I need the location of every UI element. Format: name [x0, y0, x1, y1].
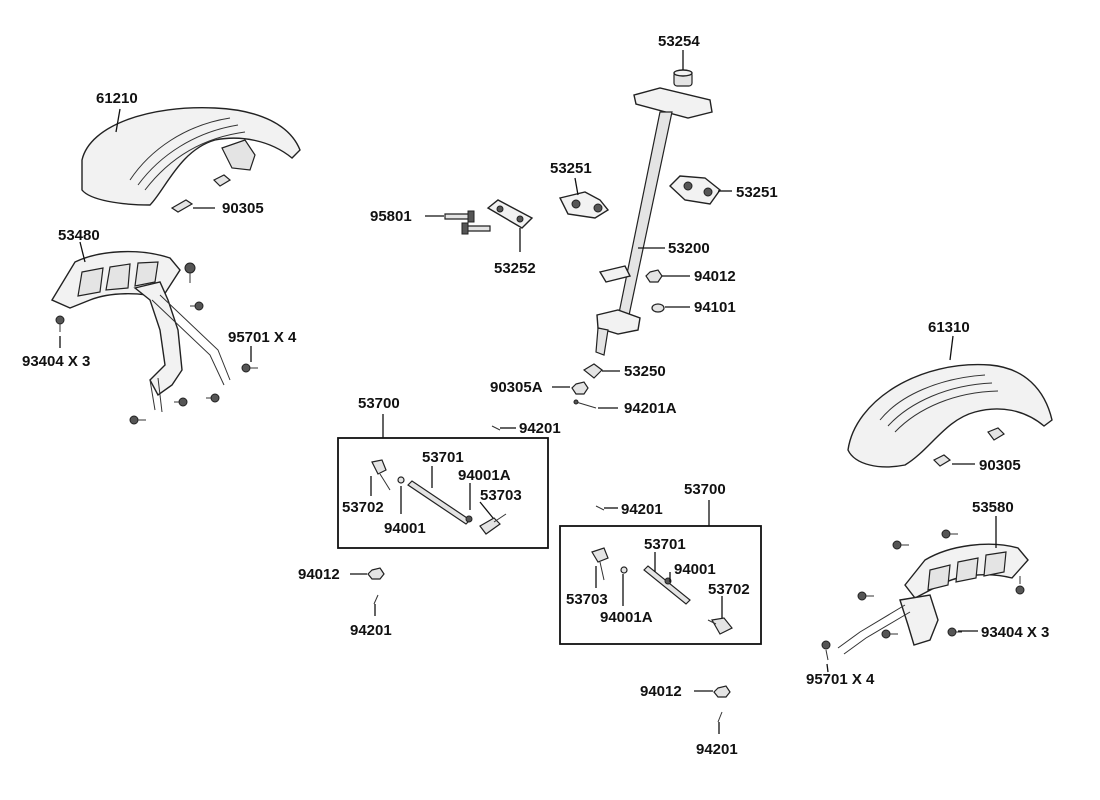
label-95801: 95801: [370, 208, 412, 225]
nut-94012-right: [713, 685, 731, 698]
label-94001-b: 94001: [674, 561, 716, 578]
label-95701-x4-b: 95701 X 4: [806, 671, 875, 688]
label-94001-a: 94001: [384, 520, 426, 537]
label-53480: 53480: [58, 227, 100, 244]
label-53200: 53200: [668, 240, 710, 257]
cap-53254: [673, 69, 693, 87]
label-53700-a: 53700: [358, 395, 400, 412]
clamp-53252: [486, 199, 534, 229]
nut-90305A: [571, 381, 589, 395]
label-53703-a: 53703: [480, 487, 522, 504]
label-61310: 61310: [928, 319, 970, 336]
clamp-53251-left: [558, 191, 610, 219]
label-53250: 53250: [624, 363, 666, 380]
label-90305-a: 90305: [222, 200, 264, 217]
bolt-95801: [444, 210, 491, 235]
tie-rod-left-parts: [371, 459, 507, 535]
pin-94201-top: [491, 425, 501, 431]
pin-94201-mid: [595, 505, 605, 511]
label-94012-c: 94012: [640, 683, 682, 700]
label-53254: 53254: [658, 33, 700, 50]
tie-rod-box-right: [559, 525, 762, 645]
front-bracket-53480: [50, 250, 258, 425]
label-53251-b: 53251: [736, 184, 778, 201]
front-fender-61210: [81, 107, 301, 213]
pin-94201A: [573, 399, 597, 409]
pin-94201-right: [717, 711, 723, 723]
label-94201-a: 94201: [519, 420, 561, 437]
label-90305A: 90305A: [490, 379, 543, 396]
pin-94201-left: [373, 594, 379, 605]
nut-94012-left: [367, 567, 385, 580]
rear-fender-61310: [847, 363, 1053, 468]
washer-94101: [651, 303, 665, 313]
label-95701-x4-a: 95701 X 4: [228, 329, 297, 346]
label-53702-b: 53702: [708, 581, 750, 598]
label-94001A-b: 94001A: [600, 609, 653, 626]
label-93404-x3-b: 93404 X 3: [981, 624, 1049, 641]
tie-rod-right-parts: [591, 547, 733, 635]
label-94001A-a: 94001A: [458, 467, 511, 484]
nut-94012-top: [645, 269, 663, 283]
label-93404-x3-a: 93404 X 3: [22, 353, 90, 370]
label-94201-d: 94201: [696, 741, 738, 758]
label-61210: 61210: [96, 90, 138, 107]
label-53703-b: 53703: [566, 591, 608, 608]
clamp-53251-right: [668, 175, 721, 205]
label-53701-a: 53701: [422, 449, 464, 466]
label-94012-a: 94012: [694, 268, 736, 285]
tie-rod-box-left: [337, 437, 549, 549]
label-53701-b: 53701: [644, 536, 686, 553]
label-94201-c: 94201: [621, 501, 663, 518]
rear-bracket-53580: [821, 529, 1029, 661]
label-94101: 94101: [694, 299, 736, 316]
label-53251-a: 53251: [550, 160, 592, 177]
label-53700-b: 53700: [684, 481, 726, 498]
label-53252: 53252: [494, 260, 536, 277]
label-94201-b: 94201: [350, 622, 392, 639]
part-53250: [582, 363, 603, 379]
label-53702-a: 53702: [342, 499, 384, 516]
steering-column-53200: [595, 87, 713, 356]
label-90305-b: 90305: [979, 457, 1021, 474]
label-53580: 53580: [972, 499, 1014, 516]
label-94201A: 94201A: [624, 400, 677, 417]
label-94012-b: 94012: [298, 566, 340, 583]
